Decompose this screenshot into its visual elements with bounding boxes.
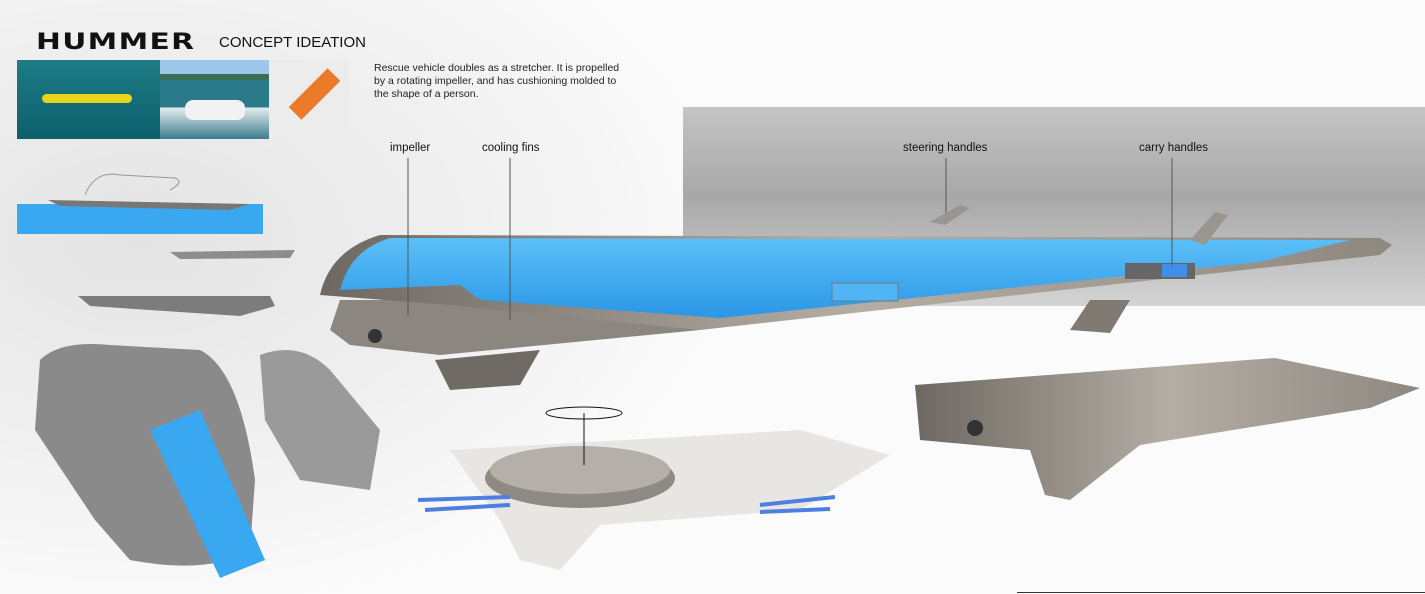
callout-carry-handles: carry handles	[1139, 142, 1209, 154]
flow-arrow-icon	[417, 495, 511, 512]
steering-handle	[930, 205, 970, 225]
display-panel	[831, 282, 899, 302]
truck-sketch-rear	[260, 350, 380, 490]
brand-logo: HUMMER	[36, 30, 196, 55]
impeller-detail-render	[417, 406, 890, 570]
rear-detail-render	[915, 358, 1420, 500]
callout-cooling-fins: cooling fins	[482, 142, 540, 154]
jet-ski-photo	[160, 60, 269, 139]
stretcher-photo	[269, 60, 349, 139]
main-vehicle-render	[320, 205, 1392, 390]
divider-line	[1017, 592, 1425, 593]
impeller-port	[368, 329, 382, 343]
concept-description: Rescue vehicle doubles as a stretcher. I…	[374, 62, 620, 100]
board-sketch-small	[170, 250, 295, 259]
callout-impeller: impeller	[390, 142, 431, 154]
page-title: CONCEPT IDEATION	[219, 34, 366, 51]
rescue-board-photo	[17, 60, 160, 139]
board-sketch-medium	[78, 296, 275, 316]
callout-steering-handles: steering handles	[903, 142, 988, 154]
callout-lines	[407, 158, 1173, 320]
